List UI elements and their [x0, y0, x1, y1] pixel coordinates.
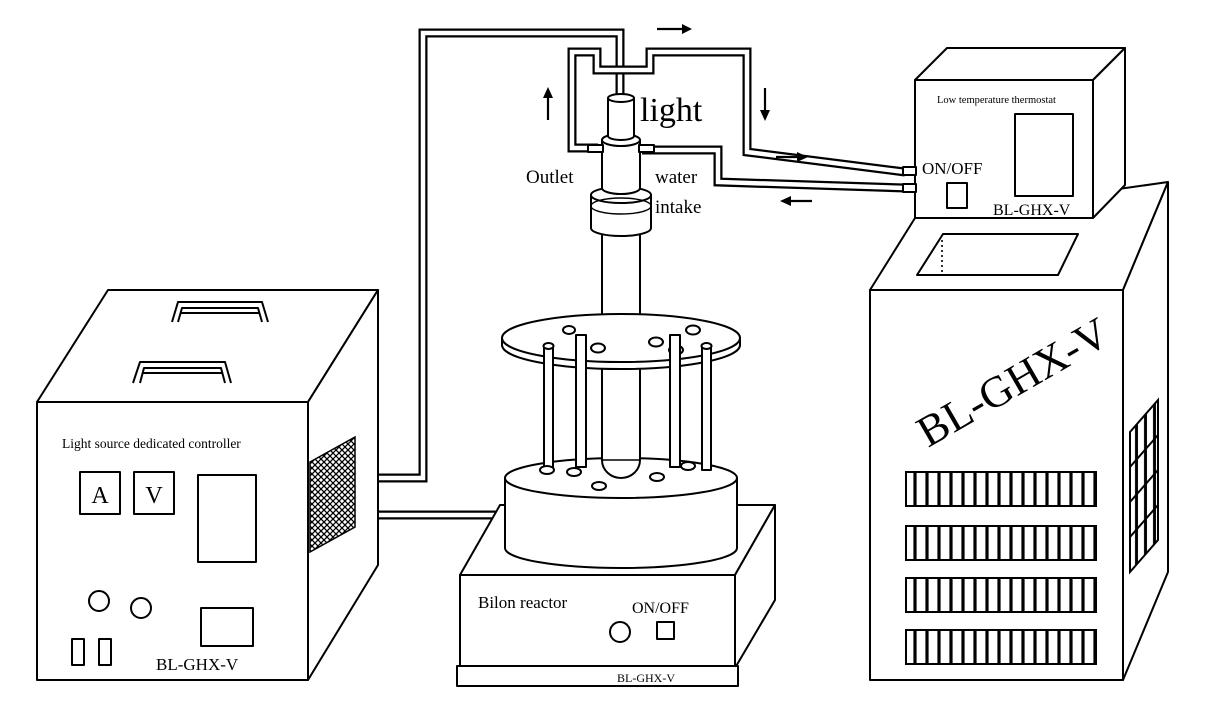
intake-label: intake [655, 197, 701, 218]
controller-model: BL-GHX-V [156, 655, 239, 674]
low-temperature-thermostat: Low temperature thermostat ON/OFF BL-GHX… [902, 47, 1126, 219]
reactor-title: Bilon reactor [478, 593, 568, 612]
thermostat-title: Low temperature thermostat [937, 95, 1056, 106]
controller-knob-2[interactable] [130, 597, 152, 619]
chiller-vent-3 [905, 577, 1097, 613]
controller-handle-front [132, 361, 232, 384]
arrow-up [543, 87, 553, 120]
controller-panel [200, 607, 254, 647]
tubing [378, 28, 906, 520]
reactor-knob[interactable] [609, 621, 631, 643]
chiller-vent-1 [905, 471, 1097, 507]
controller-display [197, 474, 257, 563]
arrow-down [760, 88, 770, 121]
voltmeter-label: V [145, 483, 163, 509]
arrow-right-mid [776, 152, 808, 162]
thermostat-onoff-switch[interactable] [946, 182, 968, 209]
controller-switch-1[interactable] [71, 638, 85, 666]
arrow-right-top [657, 24, 692, 34]
thermostat-display [1014, 113, 1074, 197]
ammeter [79, 471, 121, 515]
thermostat-onoff-label: ON/OFF [922, 159, 982, 178]
reactor-onoff-switch[interactable] [656, 621, 675, 640]
controller-side-vent [309, 435, 356, 554]
controller-knob-1[interactable] [88, 590, 110, 612]
light-source-controller: Light source dedicated controller A V BL… [36, 289, 379, 681]
water-label: water [655, 167, 698, 188]
photoreactor: Bilon reactor ON/OFF BL-GHX-V [456, 93, 776, 687]
thermostat-model: BL-GHX-V [993, 202, 1071, 219]
arrow-left-mid [780, 196, 812, 206]
circulating-chiller: BL-GHX-V [869, 181, 1169, 681]
chiller-vent-4 [905, 629, 1097, 665]
reactor-onoff-label: ON/OFF [632, 600, 689, 617]
controller-switch-2[interactable] [98, 638, 112, 666]
chiller-vent-2 [905, 525, 1097, 561]
reactor-model: BL-GHX-V [617, 671, 675, 685]
ammeter-label: A [91, 483, 109, 509]
voltmeter [133, 471, 175, 515]
flow-arrows [543, 24, 812, 206]
controller-title: Light source dedicated controller [62, 436, 241, 451]
outlet-label: Outlet [526, 167, 574, 188]
controller-handle-back [171, 301, 269, 323]
light-label: light [640, 92, 703, 129]
